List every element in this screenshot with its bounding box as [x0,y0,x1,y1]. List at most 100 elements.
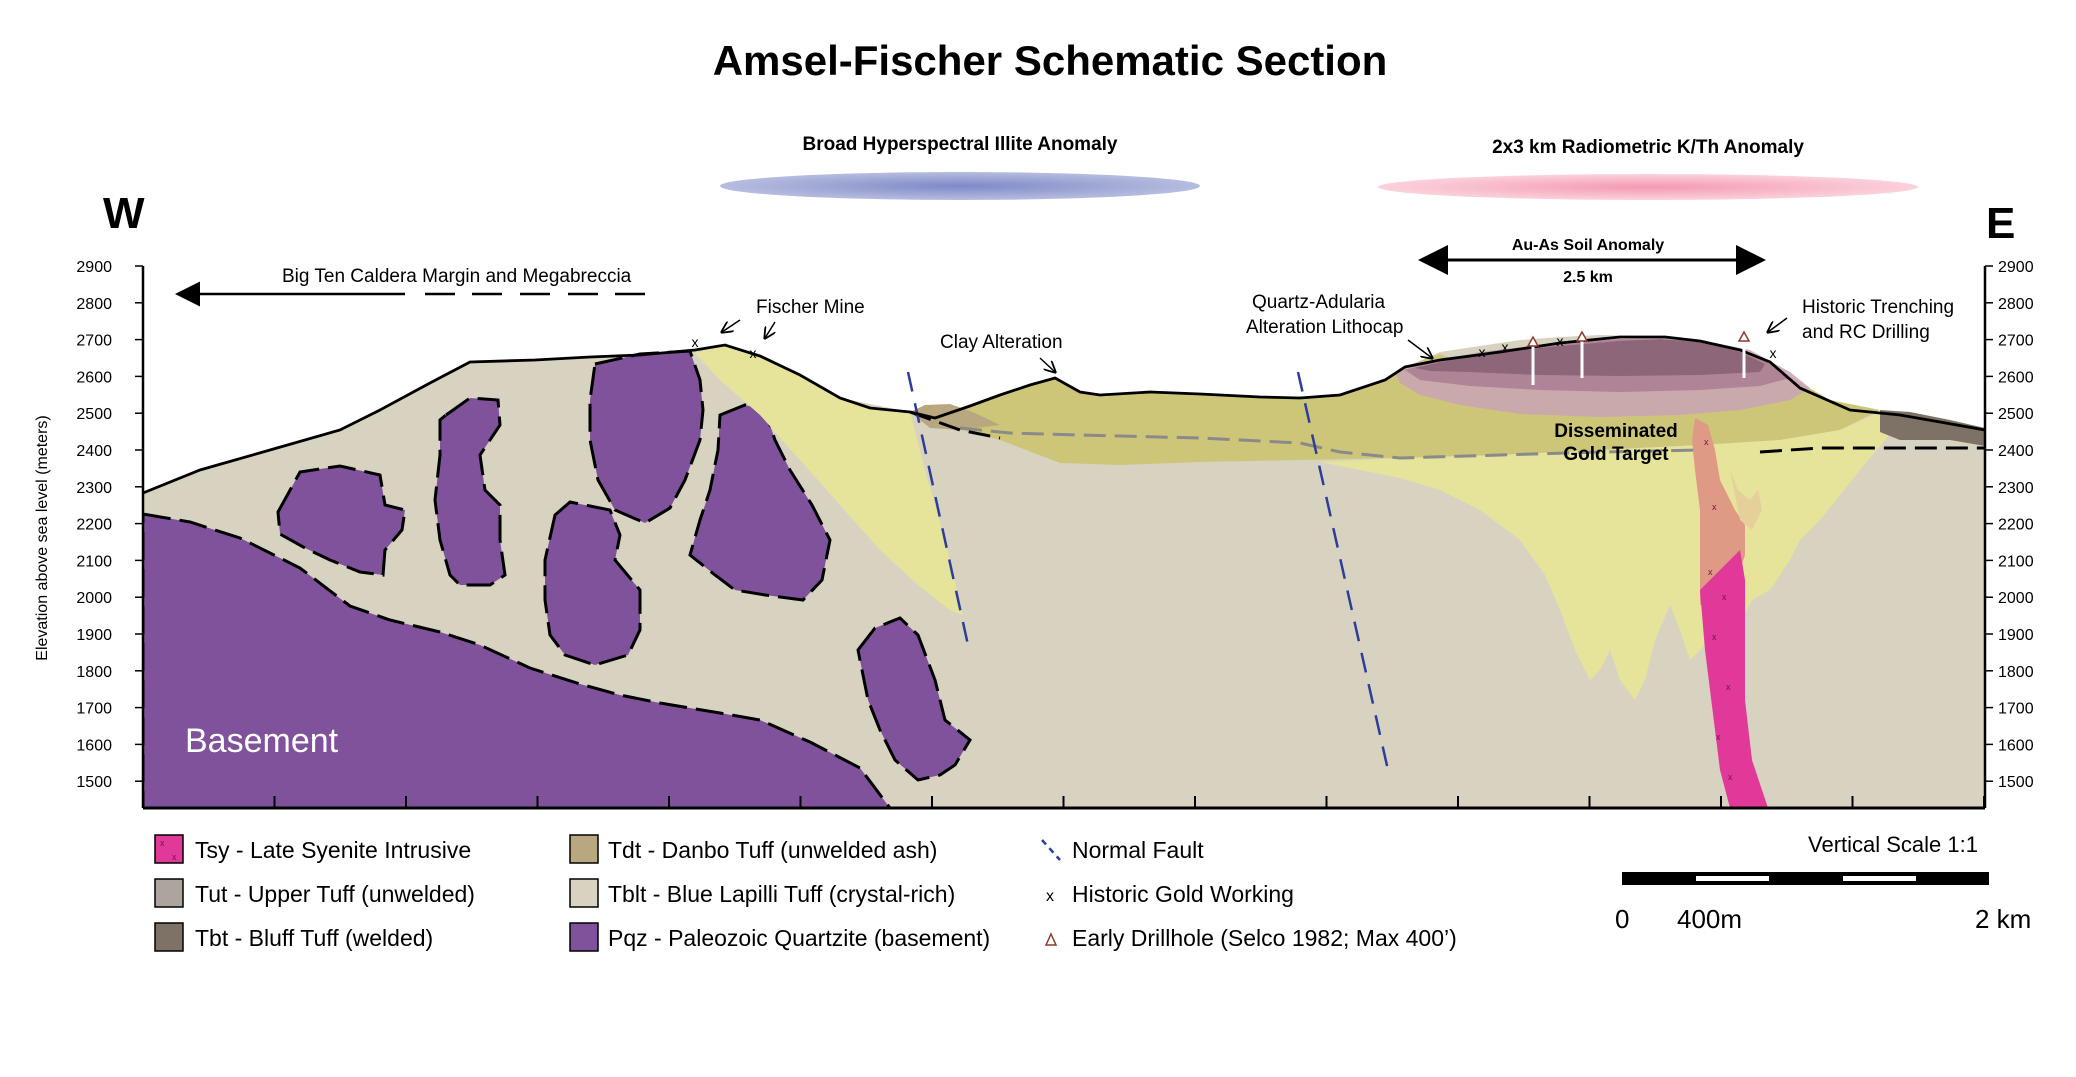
gold-target-label-1: Disseminated [1554,421,1678,442]
left-tick-label: 1700 [76,701,112,718]
legend-swatch-tsy [154,834,184,864]
pqz-block [856,616,972,782]
legend-swatch-tut [154,878,184,908]
trenching-label-1: Historic Trenching [1802,297,1954,318]
left-tick-label: 2500 [76,406,112,423]
left-tick-label: 1500 [76,774,112,791]
pqz-block [688,403,832,602]
syenite-x: x [1708,567,1713,577]
right-tick-label: 2100 [1998,553,2034,570]
left-tick-label: 2600 [76,369,112,386]
gold-working-markers: x x x x x x [692,333,1777,361]
syenite-x-marks: x x x x x x x x [1704,437,1733,782]
right-ticks: 2900280027002600250024002300220021002000… [1985,259,2034,791]
pqz-block [543,500,642,667]
drillhole-collars [1526,330,1751,347]
right-tick-label: 1800 [1998,664,2034,681]
basement-label: Basement [185,722,339,760]
left-tick-label: 2000 [76,590,112,607]
bottom-ticks [273,796,1985,808]
normal-fault-east [1296,371,1390,771]
left-tick-label: 1900 [76,627,112,644]
pqz-block [433,396,507,587]
syenite-x: x [1716,732,1721,742]
pqz-block [588,349,705,525]
legend-gold-working-icon: x [1046,888,1054,905]
tbt-strip-east [1880,410,1985,446]
legend-swatch-tblt [569,878,599,908]
left-tick-label: 1600 [76,737,112,754]
scale-title: Vertical Scale 1:1 [1808,832,1978,857]
alteration-plume-east [1320,412,1900,700]
legend-swatch-x: x [172,852,177,862]
syenite-x: x [1712,502,1717,512]
syenite-halo [1730,470,1762,530]
normal-fault-west [906,371,970,646]
soil-anomaly-label: Au-As Soil Anomaly [1512,237,1664,254]
drillhole-collar-icon [1737,330,1751,342]
drillhole-collar-icon [1575,330,1589,342]
right-tick-label: 2600 [1998,369,2034,386]
topographic-surface [142,335,1986,495]
right-tick-label: 2400 [1998,443,2034,460]
clay-arrow [1039,357,1055,372]
legend-label-fault: Normal Fault [1072,837,1204,863]
legend-label-drillhole: Early Drillhole (Selco 1982; Max 400’) [1072,925,1457,951]
legend-drillhole-icon [1044,932,1058,946]
scale-bar-body [1622,872,1989,885]
syenite-x: x [1704,437,1709,447]
left-tick-label: 2200 [76,517,112,534]
trenching-arrow [1768,317,1788,332]
soil-anomaly-width: 2.5 km [1563,269,1613,286]
pqz-block [276,464,407,577]
legend-label-tbt: Tbt - Bluff Tuff (welded) [195,925,433,951]
clay-alteration-label: Clay Alteration [940,332,1063,353]
pqz-basement [143,512,892,808]
radiometric-anomaly-title: 2x3 km Radiometric K/Th Anomaly [1492,137,1804,158]
geologic-section [143,335,1985,808]
right-tick-label: 1500 [1998,774,2034,791]
alteration-wedge-west [695,345,963,615]
scale-end: 2 km [1975,904,2031,934]
legend-swatch-pqz [569,922,599,952]
legend-label-tdt: Tdt - Danbo Tuff (unwelded ash) [608,837,937,863]
legend-fault-icon [1041,839,1061,861]
left-tick-label: 2800 [76,296,112,313]
legend-label-tblt: Tblt - Blue Lapilli Tuff (crystal-rich) [608,881,955,907]
left-tick-label: 2100 [76,553,112,570]
gold-working-marker: x [692,334,699,350]
legend-label-tsy: Tsy - Late Syenite Intrusive [195,837,471,863]
right-tick-label: 2200 [1998,517,2034,534]
unconformity-black-line [1759,446,1985,454]
fischer-arrow-1 [722,319,741,332]
syenite-x: x [1712,632,1717,642]
left-ticks: 2900280027002600250024002300220021002000… [76,259,143,791]
gold-working-marker: x [750,345,757,361]
right-tick-label: 1900 [1998,627,2034,644]
west-label: W [103,189,145,238]
unconformity-dashed-line [959,426,1701,460]
y-axis-label: Elevation above sea level (meters) [34,415,51,660]
right-tick-label: 1700 [1998,701,2034,718]
gold-target-label-2: Gold Target [1563,444,1669,465]
lithocap-core [1415,339,1765,376]
figure-title: Amsel-Fischer Schematic Section [713,37,1388,84]
radiometric-anomaly-ellipse [1378,174,1918,200]
legend-label-tut: Tut - Upper Tuff (unwelded) [195,881,475,907]
gold-working-marker: x [1557,333,1564,349]
legend-label-gold-working: Historic Gold Working [1072,881,1294,907]
scale-bar-segment [1696,876,1769,881]
gold-working-marker: x [1502,339,1509,355]
legend-label-pqz: Pqz - Paleozoic Quartzite (basement) [608,925,990,951]
right-tick-label: 2700 [1998,333,2034,350]
fischer-mine-label: Fischer Mine [756,297,865,318]
syenite-x: x [1726,682,1731,692]
right-tick-label: 2900 [1998,259,2034,276]
fischer-arrow-2 [765,321,775,338]
syenite-intrusive [1700,550,1768,808]
left-tick-label: 2700 [76,333,112,350]
tdt-sliver-west [910,404,1000,430]
right-tick-label: 2300 [1998,480,2034,497]
lithocap-label-2: Alteration Lithocap [1246,317,1403,338]
